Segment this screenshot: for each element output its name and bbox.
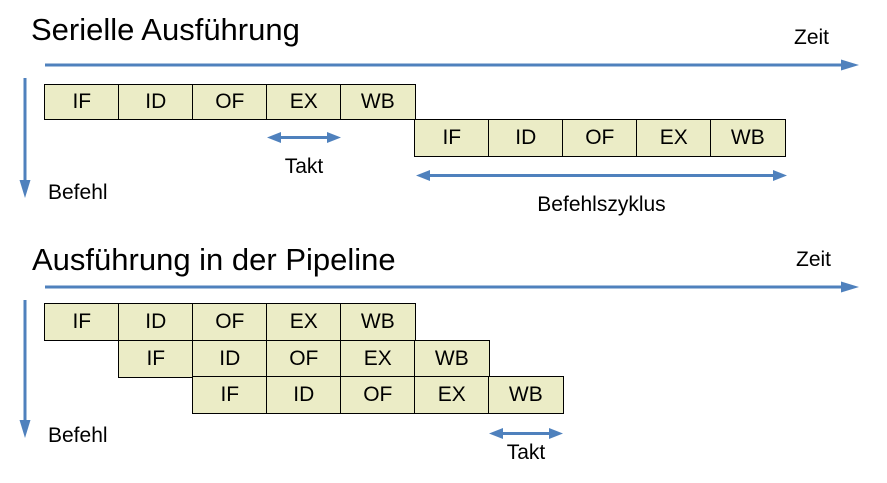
stage-cell: ID <box>118 84 194 120</box>
pipeline-instruction-axis-arrow <box>19 300 31 438</box>
instruction-cycle-arrow <box>416 170 787 181</box>
serial-instruction-2-row: IF ID OF EX WB <box>414 118 786 157</box>
serial-clock-period-arrow <box>267 132 341 143</box>
stage-cell: WB <box>340 303 416 341</box>
pipeline-time-axis-arrow <box>45 281 859 293</box>
pipeline-clock-period-arrow <box>489 428 563 439</box>
stage-cell: ID <box>266 376 342 414</box>
pipeline-clock-period-label: Takt <box>506 441 546 464</box>
stage-cell: IF <box>44 84 120 120</box>
pipeline-time-axis-label: Zeit <box>796 248 832 271</box>
stage-cell: OF <box>340 376 416 414</box>
stage-cell: IF <box>192 376 268 414</box>
instruction-cycle-label: Befehlszyklus <box>537 193 666 216</box>
stage-cell: WB <box>414 339 490 378</box>
stage-cell: IF <box>44 303 120 341</box>
stage-cell: EX <box>414 376 490 414</box>
stage-cell: ID <box>118 303 194 341</box>
stage-cell: IF <box>414 118 490 157</box>
stage-cell: EX <box>266 303 342 341</box>
serial-clock-period-label: Takt <box>284 155 324 178</box>
stage-cell: OF <box>192 303 268 341</box>
serial-instruction-1-row: IF ID OF EX WB <box>44 84 416 120</box>
stage-cell: EX <box>340 339 416 378</box>
pipeline-instruction-axis-label: Befehl <box>48 424 108 447</box>
stage-cell: WB <box>488 376 564 414</box>
stage-cell: OF <box>266 339 342 378</box>
pipeline-instruction-2-row: IF ID OF EX WB <box>118 339 490 378</box>
stage-cell: WB <box>340 84 416 120</box>
pipeline-instruction-1-row: IF ID OF EX WB <box>44 303 416 341</box>
stage-cell: WB <box>710 118 786 157</box>
stage-cell: OF <box>192 84 268 120</box>
serial-time-axis-label: Zeit <box>794 26 830 49</box>
stage-cell: EX <box>266 84 342 120</box>
serial-instruction-axis-arrow <box>19 78 31 198</box>
stage-cell: IF <box>118 339 194 378</box>
serial-time-axis-arrow <box>45 59 859 71</box>
serial-instruction-axis-label: Befehl <box>48 181 108 204</box>
pipeline-instruction-3-row: IF ID OF EX WB <box>192 376 564 414</box>
stage-cell: EX <box>636 118 712 157</box>
pipeline-section-title: Ausführung in der Pipeline <box>32 242 396 277</box>
stage-cell: OF <box>562 118 638 157</box>
stage-cell: ID <box>192 339 268 378</box>
stage-cell: ID <box>488 118 564 157</box>
serial-section-title: Serielle Ausführung <box>31 12 300 47</box>
